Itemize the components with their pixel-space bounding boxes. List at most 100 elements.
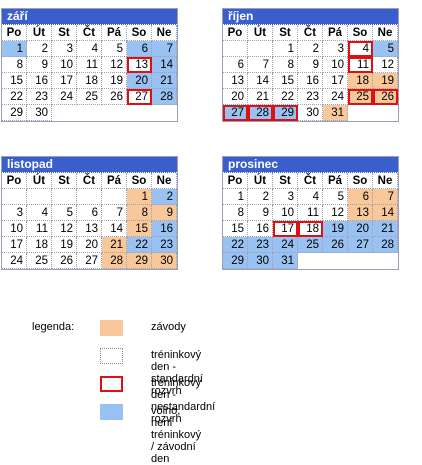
- day-cell: 17: [273, 221, 298, 237]
- day-cell: 22: [127, 237, 152, 253]
- weekday-header: Pá: [102, 25, 127, 41]
- day-cell: 11: [348, 57, 373, 73]
- day-cell: 2: [152, 189, 177, 205]
- day-cell: 3: [323, 41, 348, 57]
- day-cell: 26: [323, 237, 348, 253]
- day-cell: 30: [248, 253, 273, 269]
- empty-cell: [223, 41, 248, 57]
- day-cell: 4: [77, 41, 102, 57]
- legend-swatch-nonstandard: [100, 376, 123, 392]
- day-cell: 29: [273, 105, 298, 121]
- day-cell: 8: [223, 205, 248, 221]
- day-cell: 3: [2, 205, 27, 221]
- day-cell: 23: [27, 89, 52, 105]
- day-cell: 2: [248, 189, 273, 205]
- day-cell: 29: [223, 253, 248, 269]
- day-cell: 13: [127, 57, 152, 73]
- legend-swatch-free: [100, 404, 123, 420]
- empty-cell: [102, 189, 127, 205]
- weekday-header: Po: [223, 25, 248, 41]
- month-title: listopad: [2, 157, 177, 173]
- day-cell: 3: [273, 189, 298, 205]
- empty-cell: [27, 189, 52, 205]
- day-cell: 6: [127, 41, 152, 57]
- weekday-header: So: [348, 173, 373, 189]
- weekday-header: So: [127, 173, 152, 189]
- day-cell: 1: [127, 189, 152, 205]
- empty-cell: [77, 189, 102, 205]
- day-cell: 3: [52, 41, 77, 57]
- day-cell: 16: [27, 73, 52, 89]
- day-cell: 21: [248, 89, 273, 105]
- weekday-header: St: [273, 25, 298, 41]
- day-cell: 19: [102, 73, 127, 89]
- day-cell: 5: [373, 41, 398, 57]
- day-cell: 4: [348, 41, 373, 57]
- day-cell: 10: [52, 57, 77, 73]
- day-cell: 12: [323, 205, 348, 221]
- day-cell: 19: [52, 237, 77, 253]
- day-cell: 18: [348, 73, 373, 89]
- day-cell: 29: [2, 105, 27, 121]
- day-cell: 16: [298, 73, 323, 89]
- day-cell: 27: [348, 237, 373, 253]
- day-cell: 26: [373, 89, 398, 105]
- day-cell: 19: [323, 221, 348, 237]
- day-cell: 1: [223, 189, 248, 205]
- day-cell: 5: [52, 205, 77, 221]
- day-cell: 23: [152, 237, 177, 253]
- day-cell: 4: [298, 189, 323, 205]
- day-cell: 20: [348, 221, 373, 237]
- day-cell: 25: [298, 237, 323, 253]
- legend-label-race: závody: [151, 321, 186, 333]
- month-title: prosinec: [223, 157, 398, 173]
- day-cell: 30: [27, 105, 52, 121]
- day-cell: 5: [102, 41, 127, 57]
- day-cell: 26: [102, 89, 127, 105]
- day-cell: 21: [373, 221, 398, 237]
- day-cell: 12: [102, 57, 127, 73]
- day-cell: 6: [223, 57, 248, 73]
- day-cell: 2: [298, 41, 323, 57]
- weekday-header: Út: [248, 25, 273, 41]
- day-cell: 9: [298, 57, 323, 73]
- day-cell: 18: [77, 73, 102, 89]
- day-cell: 15: [223, 221, 248, 237]
- day-cell: 8: [273, 57, 298, 73]
- day-cell: 30: [298, 105, 323, 121]
- empty-cell: [52, 189, 77, 205]
- day-cell: 15: [127, 221, 152, 237]
- weekday-header: So: [348, 25, 373, 41]
- weekday-header: St: [52, 25, 77, 41]
- weekday-header: Pá: [102, 173, 127, 189]
- day-cell: 18: [298, 221, 323, 237]
- day-cell: 25: [348, 89, 373, 105]
- day-cell: 24: [2, 253, 27, 269]
- legend-label-nonstandard: tréninkový den - nestandardní rozvrh: [151, 377, 216, 425]
- day-cell: 8: [127, 205, 152, 221]
- day-cell: 11: [298, 205, 323, 221]
- weekday-header: Po: [2, 173, 27, 189]
- day-cell: 16: [248, 221, 273, 237]
- day-cell: 22: [223, 237, 248, 253]
- day-cell: 28: [248, 105, 273, 121]
- day-cell: 20: [127, 73, 152, 89]
- weekday-header: Čt: [298, 25, 323, 41]
- day-cell: 7: [152, 41, 177, 57]
- day-cell: 16: [152, 221, 177, 237]
- day-cell: 6: [77, 205, 102, 221]
- month-title: září: [2, 9, 177, 25]
- day-cell: 24: [323, 89, 348, 105]
- day-cell: 27: [127, 89, 152, 105]
- day-cell: 13: [223, 73, 248, 89]
- day-cell: 1: [2, 41, 27, 57]
- weekday-header: Čt: [77, 25, 102, 41]
- day-cell: 27: [223, 105, 248, 121]
- day-cell: 24: [273, 237, 298, 253]
- day-cell: 15: [2, 73, 27, 89]
